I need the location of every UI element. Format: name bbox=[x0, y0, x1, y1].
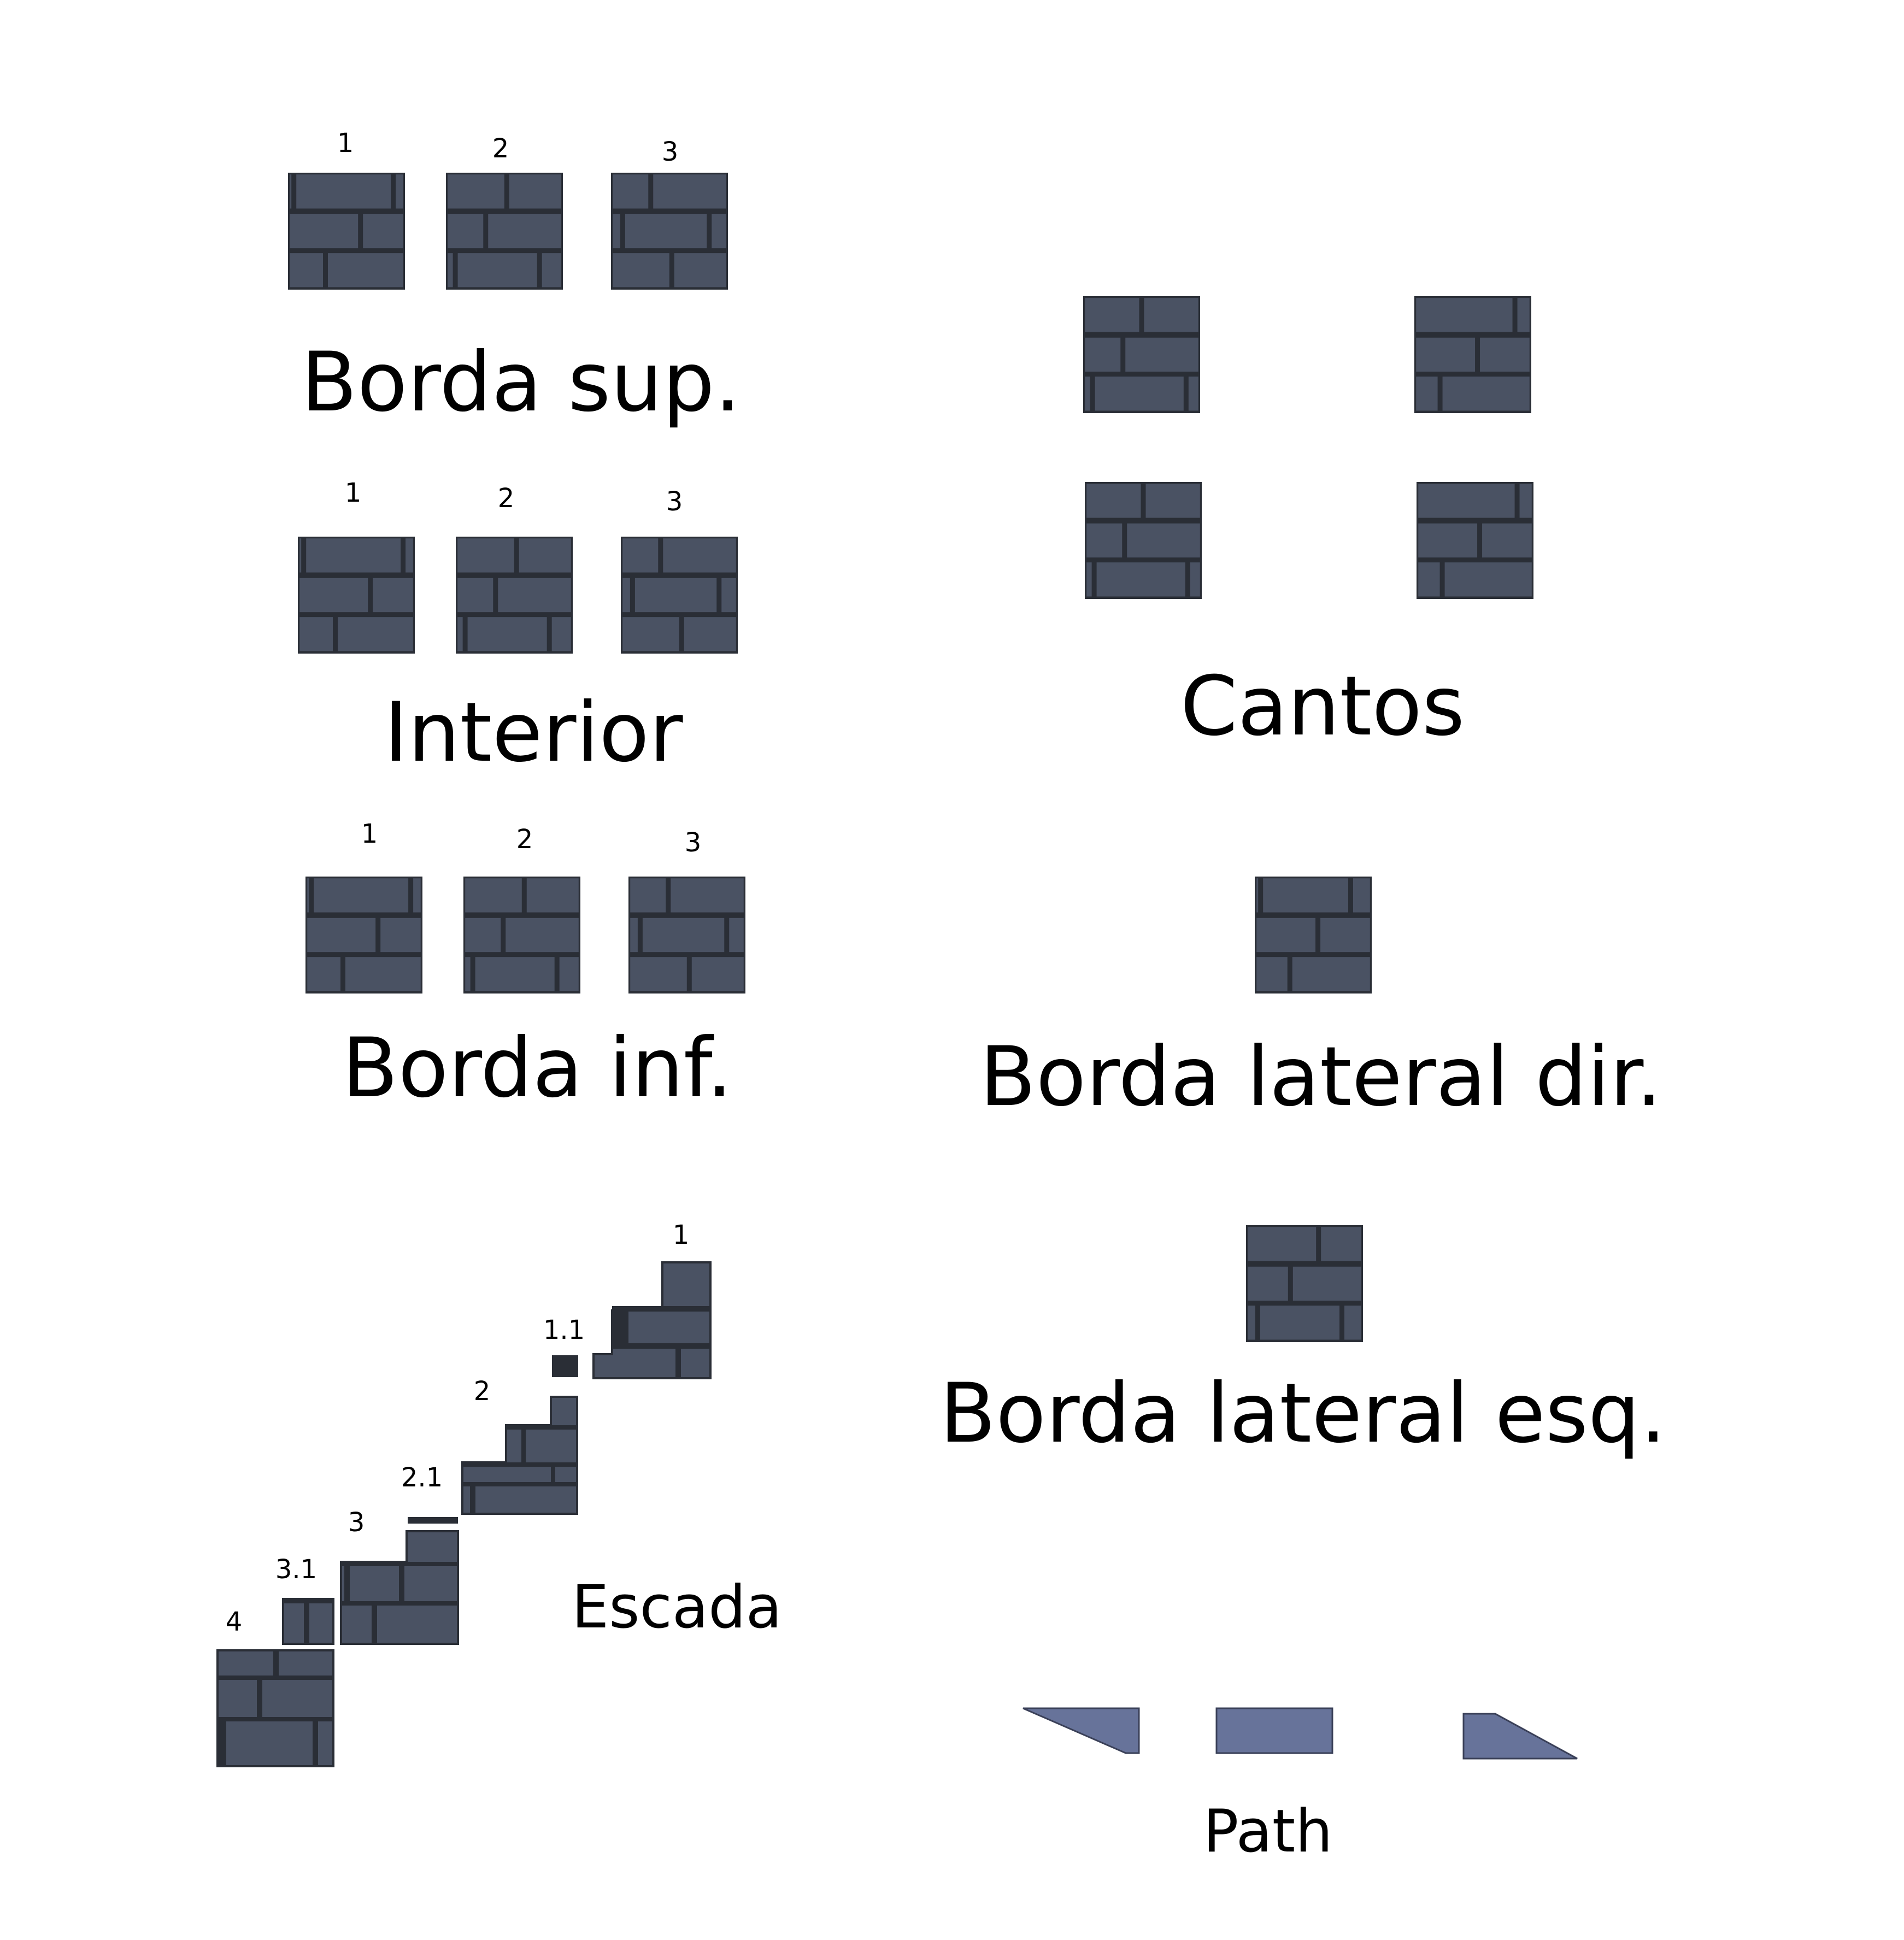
escada-label-1-1: 1.1 bbox=[543, 1315, 585, 1345]
escada-label-2: 2 bbox=[473, 1376, 491, 1407]
cantos-tile-top-left bbox=[1083, 296, 1200, 413]
cantos-tile-bottom-left bbox=[1085, 482, 1202, 599]
borda-sup-number-1: 1 bbox=[337, 128, 354, 158]
stair-piece-3 bbox=[340, 1530, 459, 1645]
cantos-tile-bottom-right bbox=[1417, 482, 1533, 599]
borda-inf-tile-2 bbox=[463, 877, 580, 993]
escada-staircase bbox=[216, 1261, 712, 1767]
stair-piece-4 bbox=[216, 1649, 334, 1767]
stair-piece-1 bbox=[592, 1261, 712, 1379]
interior-tile-1 bbox=[298, 537, 415, 654]
borda-lateral-esq-title: Borda lateral esq. bbox=[939, 1366, 1666, 1461]
borda-inf-number-2: 2 bbox=[516, 824, 533, 855]
escada-label-1: 1 bbox=[672, 1220, 690, 1250]
path-piece-middle bbox=[1215, 1707, 1333, 1754]
interior-number-2: 2 bbox=[497, 483, 515, 514]
stair-piece-2-1 bbox=[408, 1517, 458, 1524]
borda-sup-number-2: 2 bbox=[492, 133, 509, 164]
borda-inf-tile-3 bbox=[628, 877, 745, 993]
borda-lateral-dir-tile bbox=[1255, 877, 1372, 993]
borda-sup-number-3: 3 bbox=[661, 137, 679, 167]
escada-label-3-1: 3.1 bbox=[275, 1554, 318, 1585]
borda-inf-title: Borda inf. bbox=[342, 1021, 733, 1116]
path-piece-left bbox=[1022, 1707, 1140, 1754]
escada-label-3: 3 bbox=[348, 1507, 365, 1538]
path-piece-right bbox=[1462, 1713, 1578, 1760]
interior-tile-2 bbox=[456, 537, 573, 654]
borda-sup-tile-2 bbox=[446, 173, 563, 290]
escada-label-4: 4 bbox=[225, 1607, 243, 1637]
cantos-tile-top-right bbox=[1414, 296, 1531, 413]
borda-sup-title: Borda sup. bbox=[301, 335, 741, 430]
stair-piece-3-1 bbox=[282, 1598, 334, 1645]
borda-lateral-dir-title: Borda lateral dir. bbox=[979, 1030, 1662, 1125]
interior-number-3: 3 bbox=[666, 486, 683, 517]
cantos-title: Cantos bbox=[1180, 659, 1465, 754]
interior-title: Interior bbox=[384, 685, 683, 780]
stair-piece-1-1 bbox=[552, 1355, 578, 1377]
interior-number-1: 1 bbox=[344, 478, 362, 508]
borda-inf-number-1: 1 bbox=[361, 819, 378, 849]
borda-lateral-esq-tile bbox=[1246, 1225, 1363, 1342]
escada-title: Escada bbox=[572, 1573, 782, 1642]
stair-piece-2 bbox=[461, 1396, 578, 1515]
interior-tile-3 bbox=[621, 537, 738, 654]
borda-sup-tile-1 bbox=[288, 173, 405, 290]
path-title: Path bbox=[1203, 1797, 1333, 1866]
escada-label-2-1: 2.1 bbox=[401, 1462, 443, 1493]
borda-inf-tile-1 bbox=[305, 877, 422, 993]
borda-inf-number-3: 3 bbox=[684, 827, 702, 858]
path-pieces bbox=[1022, 1707, 1578, 1760]
borda-sup-tile-3 bbox=[611, 173, 728, 290]
